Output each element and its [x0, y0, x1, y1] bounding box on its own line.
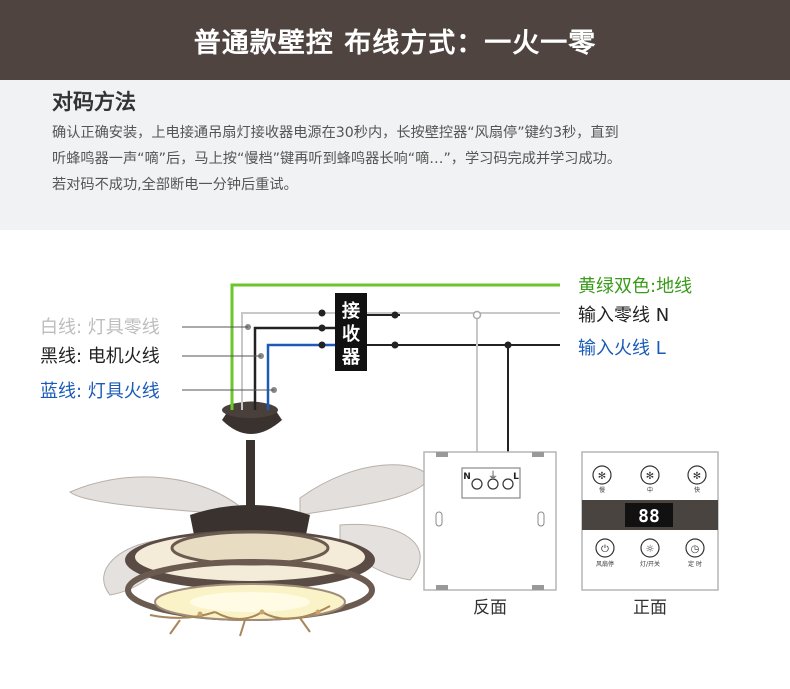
button-label: 快 — [694, 486, 700, 494]
switch-back-panel: N ⏚ L — [423, 451, 557, 591]
label-leader-lines — [182, 326, 274, 391]
timer-button[interactable]: ◷ 定 时 — [685, 538, 705, 568]
page-title: 普通款壁控 布线方式：一火一零 — [0, 0, 790, 80]
button-label: 定 时 — [688, 560, 702, 568]
blue-wire-label: 蓝线: 灯具火线 — [40, 381, 160, 402]
white-wire — [241, 312, 335, 410]
blue-wire — [266, 343, 335, 410]
light-switch-button[interactable]: ☼ 灯/开关 — [640, 538, 660, 568]
fan-stop-button[interactable]: ⏻ 风扇停 — [595, 538, 615, 568]
earth-label: 黄绿双色:地线 — [578, 276, 692, 297]
fast-fan-button[interactable]: ✻ 快 — [687, 465, 707, 494]
display-screen — [625, 503, 673, 527]
button-label: 灯/开关 — [640, 560, 660, 568]
fan-icon: ✻ — [693, 471, 701, 482]
receiver-label-char: 接 — [342, 300, 360, 322]
back-panel-caption: 反面 — [473, 598, 507, 618]
instruction-line: 确认正确安装，上电接通吊扇灯接收器电源在30秒内，长按壁控器“风扇停”键约3秒，… — [52, 125, 619, 141]
display-digits: 88 — [638, 506, 660, 527]
button-label: 中 — [647, 486, 653, 494]
ceiling-fan-illustration — [69, 401, 431, 637]
clock-icon: ◷ — [691, 544, 700, 555]
terminal-label: N — [463, 472, 471, 482]
receiver-label-char: 收 — [342, 323, 360, 345]
receiver-label-char: 器 — [341, 347, 361, 368]
fan-icon: ✻ — [646, 471, 654, 482]
button-label: 慢 — [599, 486, 605, 494]
button-label: 风扇停 — [596, 560, 614, 568]
front-panel-caption: 正面 — [633, 598, 667, 618]
receiver-block — [335, 293, 367, 371]
wiring-diagram: 接 收 器 白线: 灯具零线 黑线: 电机火线 蓝线: 灯具火线 黄绿双色:地线… — [40, 276, 719, 637]
terminal-label: ⏚ — [488, 470, 498, 482]
instruction-panel — [0, 62, 790, 230]
earth-wire — [230, 283, 560, 410]
black-wire — [253, 326, 335, 410]
fan-icon: ✻ — [598, 471, 606, 482]
bulb-icon: ☼ — [646, 544, 655, 555]
neutral-input-label: 输入零线 N — [578, 305, 669, 326]
live-input-label: 输入火线 L — [578, 338, 666, 359]
black-wire-label: 黑线: 电机火线 — [40, 346, 160, 367]
power-icon: ⏻ — [601, 544, 609, 555]
instruction-line: 若对码不成功,全部断电一分钟后重试。 — [52, 177, 298, 193]
instruction-line: 听蜂鸣器一声“嘀”后，马上按“慢档”键再听到蜂鸣器长响“嘀…”，学习码完成并学习… — [52, 151, 622, 167]
section-heading: 对码方法 — [52, 90, 136, 114]
switch-front-panel: ✻ 慢 ✻ 中 ✻ 快 88 ⏻ 风扇停 ☼ 灯/开关 ◷ — [581, 451, 719, 591]
medium-fan-button[interactable]: ✻ 中 — [640, 465, 660, 494]
slow-fan-button[interactable]: ✻ 慢 — [592, 465, 612, 494]
terminal-label: L — [513, 472, 519, 482]
junction-dots — [245, 309, 512, 393]
instruction-text: 确认正确安装，上电接通吊扇灯接收器电源在30秒内，长按壁控器“风扇停”键约3秒，… — [52, 120, 752, 198]
white-wire-label: 白线: 灯具零线 — [40, 317, 160, 338]
